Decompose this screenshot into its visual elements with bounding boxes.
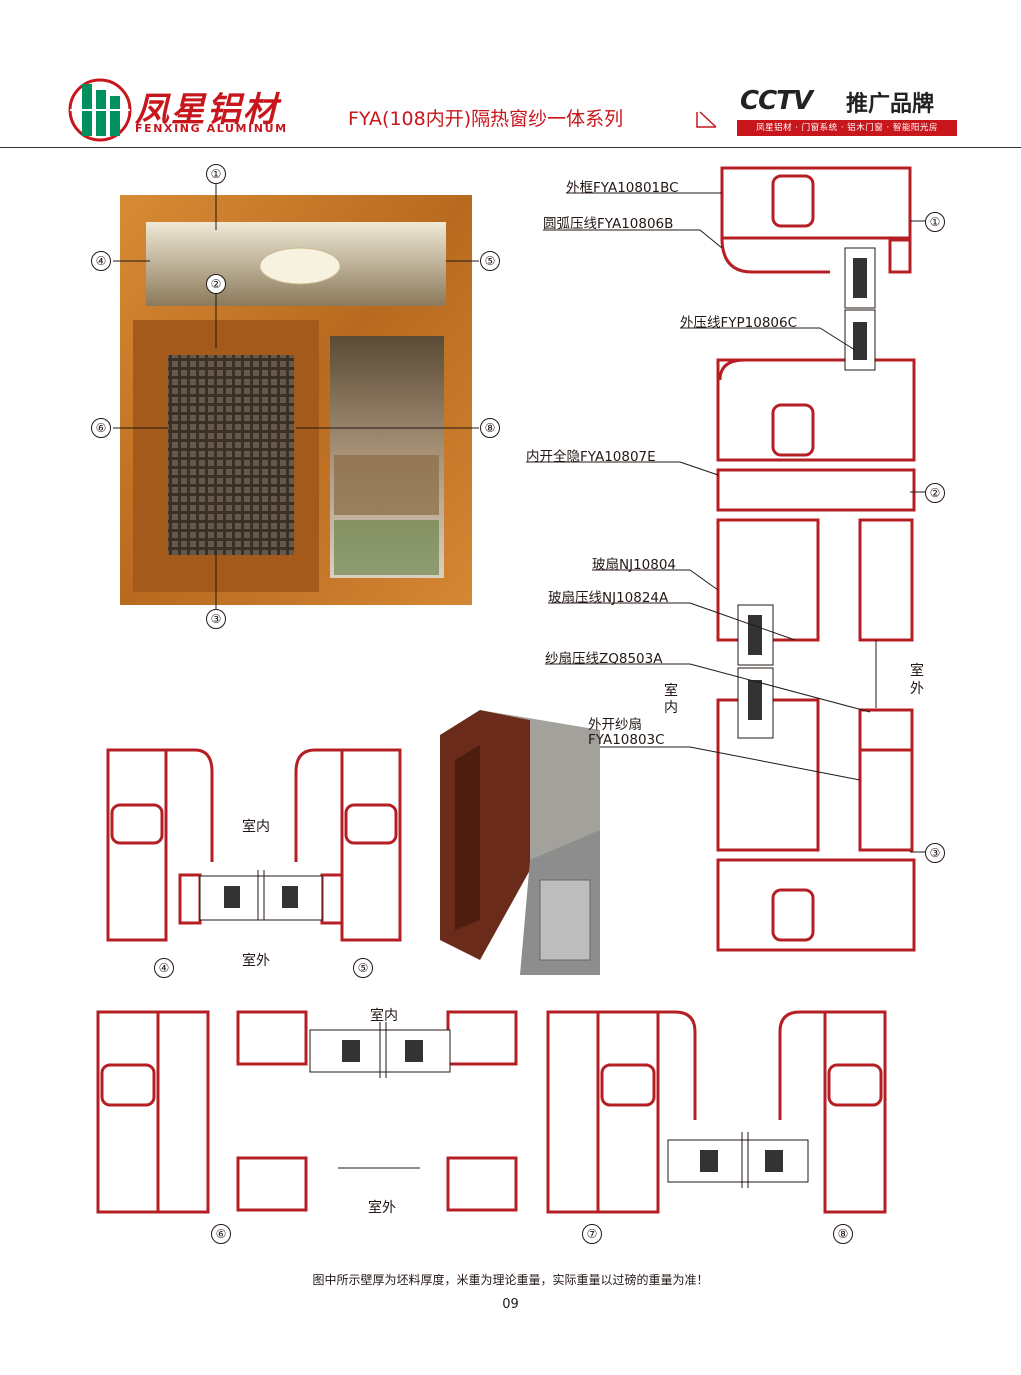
callout-6: ⑥ [91,418,111,438]
window-leaders [113,181,479,610]
indoor-label-45: 室内 [242,819,270,835]
outdoor-label-bottom: 室外 [368,1200,396,1216]
section-callout-5: ⑤ [353,958,373,978]
section-callout-4: ④ [154,958,174,978]
profile-3d-render [440,710,600,975]
label-glass-sash: 玻扇NJ10804 [592,557,677,573]
label-inner-hidden: 内开全隐FYA10807E [526,449,656,465]
label-glass-sash-bead: 玻扇压线NJ10824A [548,590,669,606]
indoor-label-bottom: 室内 [370,1008,398,1024]
section-45-glass [199,870,323,921]
section-callout-2: ② [925,483,945,503]
indoor-v-1: 室 [664,683,678,699]
cctv-tag: 推广品牌 [846,92,935,117]
footer-note: 图中所示壁厚为坯料厚度，米重为理论重量，实际重量以过磅的重量为准！ [312,1273,709,1287]
bottom-glass-units [309,1022,809,1188]
callout-4: ④ [91,251,111,271]
section-callout-6: ⑥ [211,1224,231,1244]
title-corner-icon [696,112,716,128]
outdoor-v-1: 室 [910,663,924,679]
callout-5: ⑤ [480,251,500,271]
outdoor-label-45: 室外 [242,953,270,969]
label-screen-sash-2: FYA10803C [588,732,665,748]
brand-name-cn: 凤星铝材 [135,90,279,130]
header-divider [0,147,1021,148]
vertical-glass-units [737,247,876,739]
cctv-band: 凤星铝材 · 门窗系统 · 铝木门窗 · 智能阳光房 [737,120,957,136]
label-screen-bead: 纱扇压线ZQ8503A [545,651,663,667]
section-callout-1: ① [925,212,945,232]
page-number: 09 [502,1297,519,1312]
section-4-drawing [106,748,214,942]
section-callout-8: ⑧ [833,1224,853,1244]
section-6-7-drawing [96,1010,697,1214]
section-callout-3: ③ [925,843,945,863]
section-callout-7: ⑦ [582,1224,602,1244]
part-leaders [526,192,925,853]
brand-logo-icon [68,78,132,142]
label-outer-frame: 外框FYA10801BC [566,180,679,196]
label-arc-bead: 圆弧压线FYA10806B [543,216,674,232]
indoor-v-2: 内 [664,700,678,716]
series-title: FYA(108内开)隔热窗纱一体系列 [348,108,624,130]
section-8-drawing [778,1010,887,1214]
window-photo [120,195,472,605]
outdoor-v-2: 外 [910,681,924,697]
vertical-section-drawing [716,166,916,952]
callout-3: ③ [206,609,226,629]
label-outer-bead: 外压线FYP10806C [680,315,798,331]
callout-1: ① [206,164,226,184]
cctv-logo: CCTV [740,86,813,116]
callout-2: ② [206,274,226,294]
callout-8: ⑧ [480,418,500,438]
label-screen-sash-1: 外开纱扇 [588,717,642,733]
brand-name-en: FENXING ALUMINUM [135,122,288,135]
